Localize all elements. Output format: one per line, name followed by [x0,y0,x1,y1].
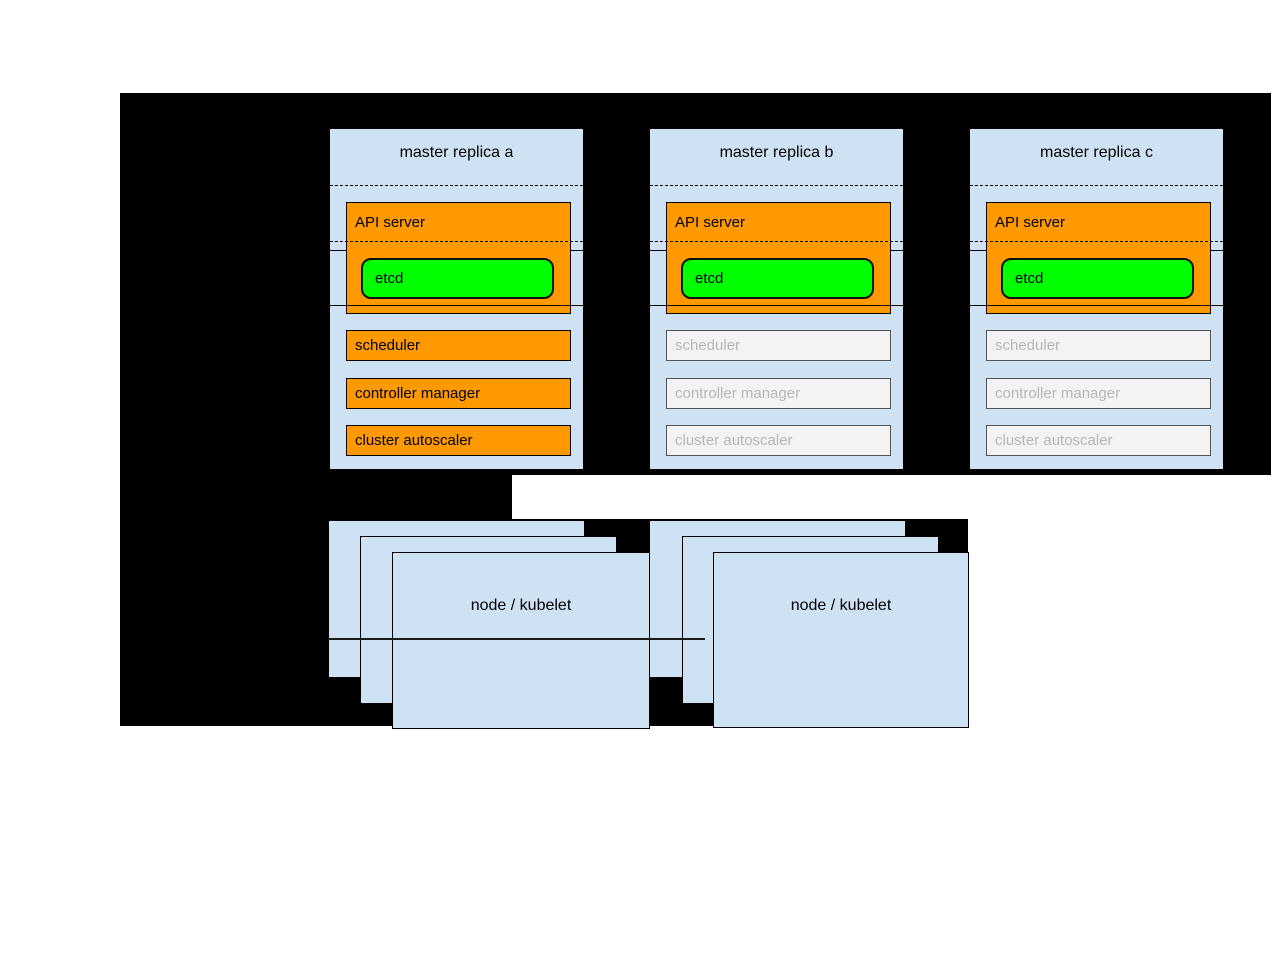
cluster-autoscaler-label: cluster autoscaler [675,432,793,449]
master-replica-a-box: master replica a API server etcd schedul… [329,128,584,470]
scheduler-label: scheduler [995,337,1061,354]
etcd-box: etcd [681,258,874,299]
controller-manager-label: controller manager [995,385,1121,402]
section-divider-dashed [330,241,583,242]
section-divider-dashed [650,185,903,186]
api-server-label: API server [995,214,1066,231]
section-divider-solid [650,305,903,306]
section-divider-solid [330,305,583,306]
cluster-autoscaler-box-inactive: cluster autoscaler [666,425,891,456]
api-server-label: API server [675,214,746,231]
controller-manager-box: controller manager [346,378,571,409]
etcd-label: etcd [695,270,724,287]
etcd-box: etcd [361,258,554,299]
node-kubelet-label: node / kubelet [790,597,892,614]
cluster-autoscaler-label: cluster autoscaler [355,432,473,449]
node-kubelet-label: node / kubelet [470,597,572,614]
scheduler-box-inactive: scheduler [986,330,1211,361]
master-replica-a-title: master replica a [399,144,514,161]
scheduler-box-inactive: scheduler [666,330,891,361]
master-replica-c-title: master replica c [1040,144,1153,161]
master-replica-b-title: master replica b [719,144,834,161]
section-divider-dashed [330,185,583,186]
section-divider-solid [970,305,1223,306]
scheduler-label: scheduler [355,337,421,354]
node-stack1-front-box: node / kubelet [392,552,650,729]
node-stack2-front-box: node / kubelet [713,552,969,728]
master-replica-b-box: master replica b API server etcd schedul… [649,128,904,470]
etcd-label: etcd [1015,270,1044,287]
scheduler-box: scheduler [346,330,571,361]
master-replica-c-box: master replica c API server etcd schedul… [969,128,1224,470]
controller-manager-label: controller manager [675,385,801,402]
etcd-label: etcd [375,270,404,287]
cluster-autoscaler-box-inactive: cluster autoscaler [986,425,1211,456]
controller-manager-box-inactive: controller manager [986,378,1211,409]
api-server-label: API server [355,214,426,231]
section-divider-dashed [650,241,903,242]
cluster-autoscaler-box: cluster autoscaler [346,425,571,456]
node-section-divider-line [328,638,705,640]
controller-manager-label: controller manager [355,385,481,402]
controller-manager-box-inactive: controller manager [666,378,891,409]
etcd-box: etcd [1001,258,1194,299]
scheduler-label: scheduler [675,337,741,354]
section-divider-dashed [970,241,1223,242]
section-divider-dashed [970,185,1223,186]
cluster-autoscaler-label: cluster autoscaler [995,432,1113,449]
